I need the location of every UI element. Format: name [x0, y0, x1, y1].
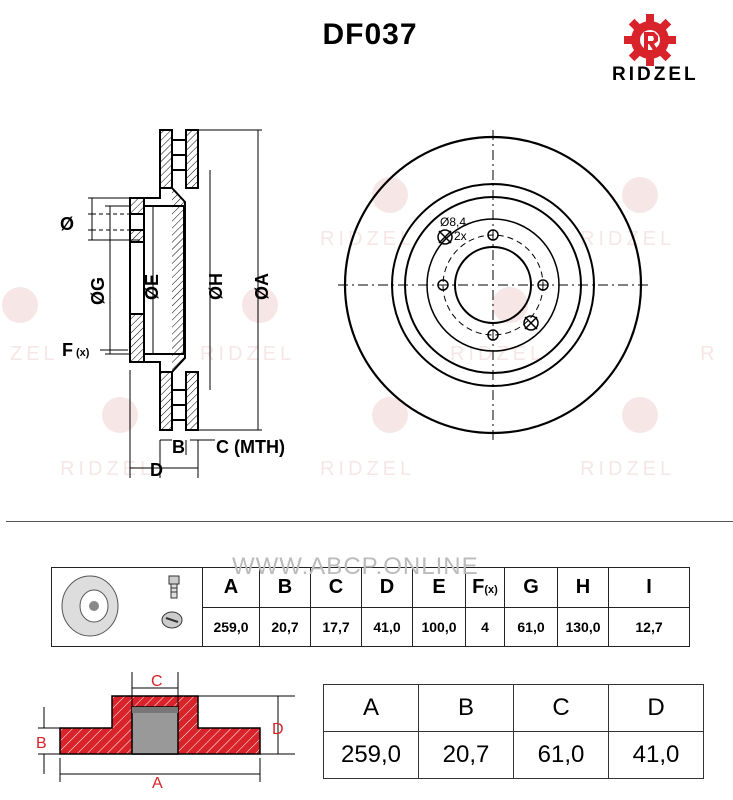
svg-text:R: R — [700, 343, 718, 365]
label-B: B — [172, 437, 185, 457]
spec-value-I: 12,7 — [608, 606, 690, 647]
summary-header-A: A — [323, 684, 419, 732]
screw-icon — [161, 611, 183, 629]
page-title: DF037 — [322, 18, 418, 51]
ridzel-logo — [624, 14, 676, 66]
disc-thumbnail-icon — [61, 575, 183, 637]
label-dia: Ø — [60, 214, 74, 234]
label-G: ØG — [88, 277, 108, 305]
watermark: RIDZEL RIDZEL ZEL RIDZEL RIDZEL R RIDZEL… — [2, 177, 718, 480]
spec-value-H: 130,0 — [557, 606, 609, 647]
spec-header-C: C — [310, 567, 362, 608]
red-section-view: C B D A — [36, 672, 295, 792]
spec-value-B: 20,7 — [259, 606, 311, 647]
threaded-hole-icon — [523, 315, 539, 331]
svg-text:RIDZEL: RIDZEL — [320, 458, 415, 480]
summary-value-C: 61,0 — [513, 731, 609, 779]
spec-header-G: G — [504, 567, 558, 608]
disc-front-view — [338, 130, 648, 440]
label-F: F — [62, 340, 73, 360]
watermark-url: WWW.ABCP.ONLINE — [232, 553, 479, 580]
summary-header-C: C — [513, 684, 609, 732]
section-label-C: C — [151, 673, 163, 690]
section-label-A: A — [152, 775, 163, 792]
label-dia84: Ø8,4 — [440, 215, 466, 229]
label-A: ØA — [252, 273, 272, 300]
label-2x: 2x — [454, 229, 467, 243]
section-label-B: B — [36, 735, 47, 752]
spec-value-F: 4 — [465, 606, 505, 647]
brake-disc-drawing: RIDZEL RIDZEL ZEL RIDZEL RIDZEL R RIDZEL… — [2, 129, 718, 480]
spec-header-I: I — [608, 567, 690, 608]
bolt-icon — [168, 575, 180, 599]
spec-header-H: H — [557, 567, 609, 608]
side-labels: Ø ØG ØE ØH ØA F (x) B C (MTH) D — [60, 214, 285, 480]
spec-value-E: 100,0 — [412, 606, 466, 647]
spec-value-D: 41,0 — [361, 606, 413, 647]
svg-text:RIDZEL: RIDZEL — [450, 343, 545, 365]
gear-icon — [624, 14, 676, 66]
spec-value-A: 259,0 — [202, 606, 260, 647]
section-label-D: D — [272, 721, 284, 738]
svg-text:RIDZEL: RIDZEL — [320, 228, 415, 250]
disc-thumbnail-cell — [51, 567, 203, 647]
svg-text:RIDZEL: RIDZEL — [580, 228, 675, 250]
svg-text:RIDZEL: RIDZEL — [60, 458, 155, 480]
summary-header-B: B — [418, 684, 514, 732]
summary-header-D: D — [608, 684, 704, 732]
disc-side-section — [129, 129, 199, 431]
threaded-hole-icon — [437, 229, 453, 245]
side-dimensions — [88, 129, 262, 478]
divider — [6, 521, 733, 522]
svg-text:ZEL: ZEL — [10, 343, 59, 365]
label-E: ØE — [142, 274, 162, 300]
summary-table: A B C D 259,0 20,7 61,0 41,0 — [323, 684, 704, 779]
label-C: C (MTH) — [216, 437, 285, 457]
label-D: D — [150, 460, 163, 480]
spec-value-G: 61,0 — [504, 606, 558, 647]
summary-value-B: 20,7 — [418, 731, 514, 779]
label-Fx: (x) — [76, 347, 90, 359]
spec-table: A B C D E F(x) G H I 259,0 20,7 17,7 41,… — [51, 567, 690, 647]
brand-name: RIDZEL — [612, 64, 699, 85]
label-H: ØH — [206, 273, 226, 300]
svg-text:RIDZEL: RIDZEL — [580, 458, 675, 480]
summary-value-D: 41,0 — [608, 731, 704, 779]
svg-text:RIDZEL: RIDZEL — [200, 343, 295, 365]
summary-value-A: 259,0 — [323, 731, 419, 779]
spec-value-C: 17,7 — [310, 606, 362, 647]
spec-header-B: B — [259, 567, 311, 608]
